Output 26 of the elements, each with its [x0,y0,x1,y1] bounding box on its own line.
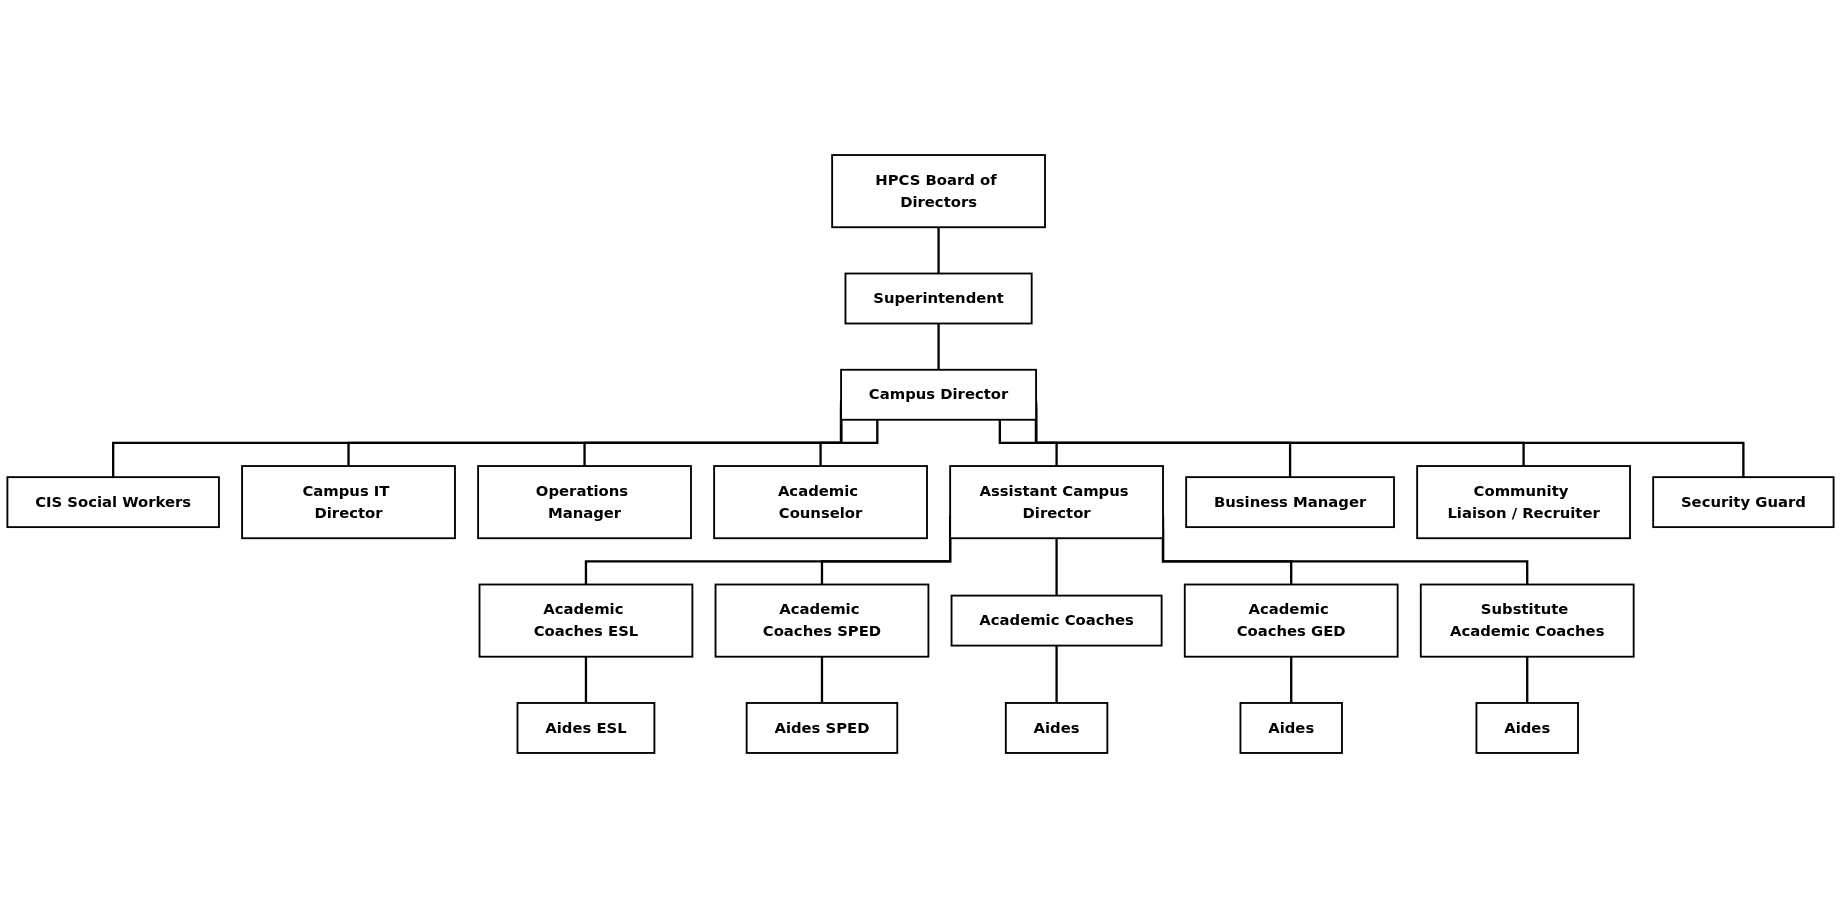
connector [937,323,940,371]
node-box: Campus IT Director [241,465,456,540]
node-box: Academic Coaches [950,594,1163,647]
node-box: Academic Coaches ESL [478,583,694,658]
node-box: CIS Social Workers [6,476,220,529]
connector [998,419,1058,468]
node-box: Aides [1475,702,1579,754]
connector [1055,538,1058,597]
node-box: HPCS Board of Directors [831,154,1046,229]
connector [819,419,879,468]
connector [937,227,940,275]
node-box: Operations Manager [477,465,692,540]
node-box: Aides ESL [516,702,656,754]
node-box: Business Manager [1185,476,1395,529]
node-box: Superintendent [844,272,1033,325]
node-box: Substitute Academic Coaches [1419,583,1635,658]
node-box: Security Guard [1652,476,1835,529]
node-box: Academic Coaches GED [1183,583,1399,658]
node-box: Aides [1239,702,1343,754]
node-box: Academic Coaches SPED [714,583,930,658]
node-box: Aides [1004,702,1109,754]
node-box: Aides SPED [745,702,899,754]
node-box: Campus Director [840,368,1037,421]
node-box: Community Liaison / Recruiter [1416,465,1631,540]
node-box: Academic Counselor [713,465,928,540]
node-box: Assistant Campus Director [949,465,1164,540]
